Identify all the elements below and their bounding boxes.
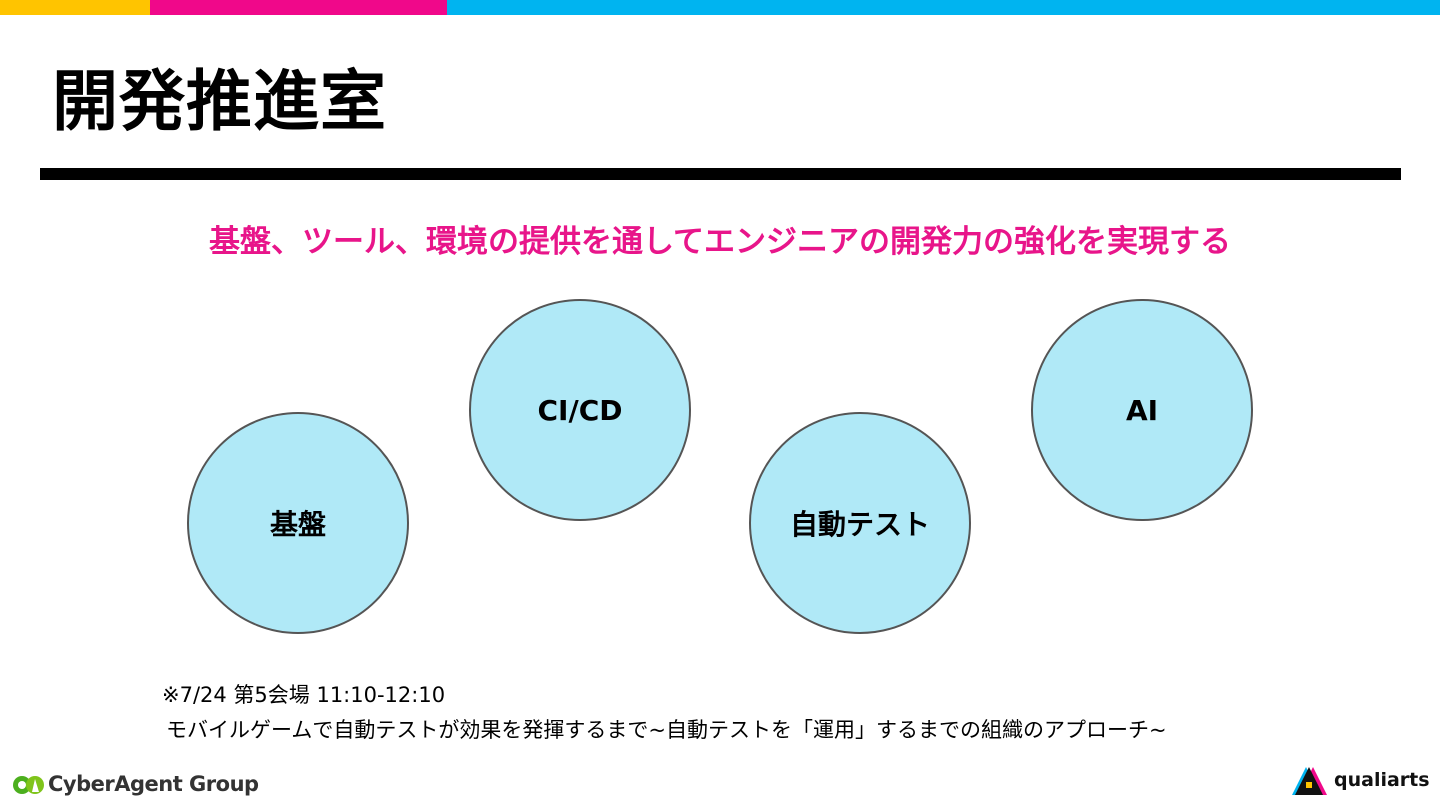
cyberagent-logo-icon <box>13 776 44 794</box>
cyberagent-group-logo: CyberAgent Group <box>12 768 259 800</box>
circle-kiban: 基盤 <box>187 412 409 634</box>
title-divider <box>40 168 1401 180</box>
circle-cicd: CI/CD <box>469 299 691 521</box>
top-bar-pink-segment <box>150 0 447 15</box>
top-bar-yellow-segment <box>0 0 150 15</box>
circle-label: 基盤 <box>269 508 326 541</box>
circle-ai: AI <box>1031 299 1253 521</box>
session-title: モバイルゲームで自動テストが効果を発揮するまで~自動テストを「運用」するまでの組… <box>166 718 1167 742</box>
circle-auto-test: 自動テスト <box>749 412 971 634</box>
session-info: ※7/24 第5会場 11:10-12:10 <box>162 683 446 707</box>
slide-subtitle: 基盤、ツール、環境の提供を通してエンジニアの開発力の強化を実現する <box>208 224 1232 260</box>
slide-title: 開発推進室 <box>52 63 387 140</box>
circle-label: 自動テスト <box>789 508 930 541</box>
circle-label: AI <box>1125 393 1159 427</box>
qualiarts-logo: qualiarts <box>1290 760 1430 800</box>
qualiarts-logo-text: qualiarts <box>1334 769 1430 791</box>
qualiarts-logo-icon <box>1292 767 1327 795</box>
top-bar-blue-segment <box>447 0 1440 15</box>
circle-label: CI/CD <box>537 393 623 427</box>
cyberagent-logo-text: CyberAgent Group <box>48 772 259 796</box>
top-color-bar <box>0 0 1440 15</box>
